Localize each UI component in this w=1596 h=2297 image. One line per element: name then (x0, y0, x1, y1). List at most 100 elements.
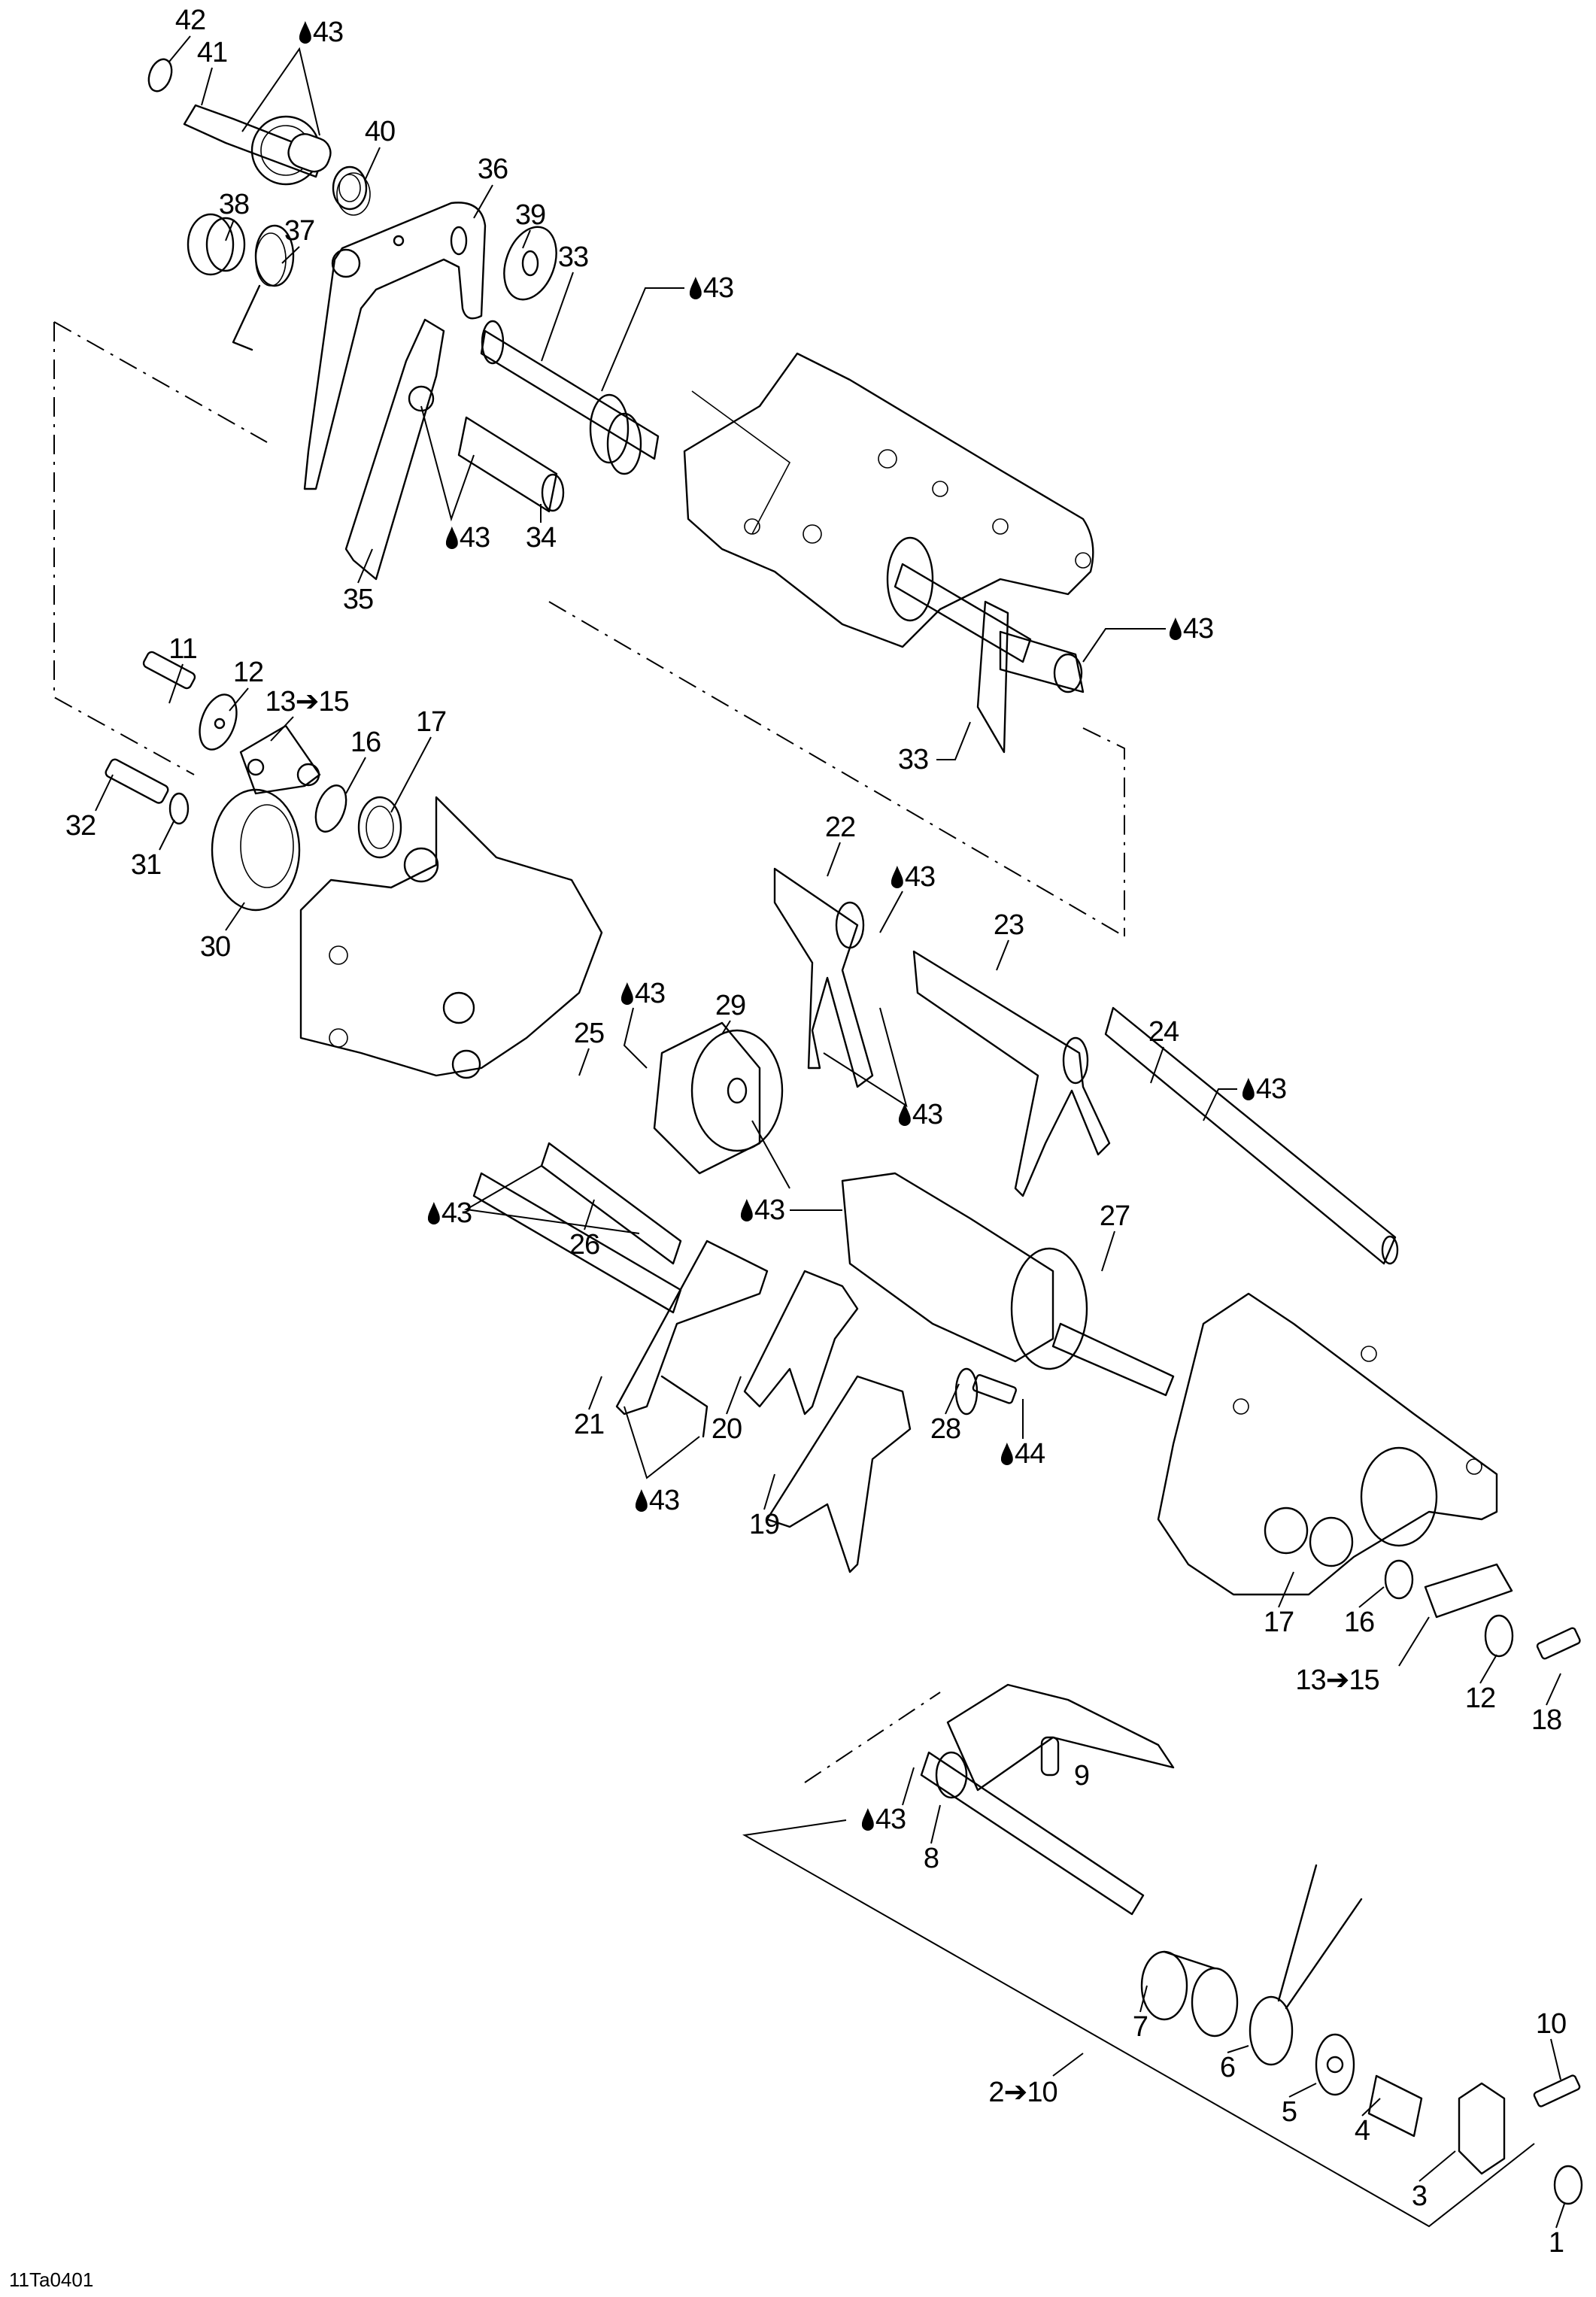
callout-22: 22 (824, 812, 856, 843)
part-35-lever (344, 318, 445, 581)
oil-drop-icon (891, 865, 903, 888)
part-20-shift-fork (743, 1270, 859, 1416)
callout-1: 1 (1548, 2227, 1564, 2259)
part-5-washer (1315, 2033, 1355, 2096)
part-31-washer (168, 792, 190, 825)
callout-43-lube: 43 (635, 1485, 680, 1516)
callout-28: 28 (930, 1413, 961, 1445)
callout-11: 11 (168, 633, 197, 665)
part-8-shift-shaft (920, 1683, 1175, 1916)
callout-text: 43 (441, 1197, 472, 1229)
part-28-bolt (954, 1367, 1018, 1416)
part-37-torsion-spring (232, 224, 295, 351)
part-39-washer (503, 226, 557, 301)
callout-37: 37 (284, 215, 315, 247)
right-housing (1157, 1292, 1498, 1596)
part-23-shift-fork (912, 950, 1111, 1197)
callout-12: 12 (1464, 1683, 1496, 1714)
callout-12: 12 (232, 657, 264, 688)
callout-34: 34 (525, 522, 557, 554)
part-17-spring (357, 796, 402, 859)
oil-drop-icon (427, 1201, 440, 1224)
callout-32: 32 (65, 810, 96, 842)
part-25-rod (540, 1142, 682, 1265)
callout-13-15: 13➔15 (1295, 1664, 1379, 1696)
assembly-bracket-2-10 (742, 1819, 1535, 2228)
assembly-boundary-lines (53, 321, 1125, 1783)
part-16-washer-right (1384, 1559, 1414, 1600)
part-9-spring (1040, 1736, 1060, 1777)
part-30-gear-segment (211, 788, 301, 912)
callout-text: 43 (904, 861, 936, 893)
figure-id: 11Ta0401 (9, 2268, 94, 2291)
part-32-bolt (105, 758, 169, 804)
callout-text: 43 (754, 1194, 785, 1226)
callout-43-lube: 43 (740, 1194, 785, 1226)
part-27-shift-drum (841, 1172, 1175, 1397)
callout-43-lube: 43 (898, 1099, 943, 1130)
part-19-shift-fork (766, 1375, 912, 1573)
leader-lines (95, 35, 1565, 2229)
oil-drop-icon (299, 20, 311, 44)
part-33-shift-shaft (480, 320, 660, 475)
callout-43-lube: 43 (299, 17, 344, 48)
part-1-washer (1553, 2165, 1583, 2205)
callout-43-lube: 43 (891, 861, 936, 893)
part-13-15-lever (239, 724, 321, 795)
part-7-bushing (1140, 1950, 1239, 2038)
part-24-rod (1104, 1006, 1399, 1265)
callout-text: 44 (1014, 1438, 1045, 1470)
part-21-shift-fork (615, 1240, 769, 1438)
callout-25: 25 (573, 1018, 605, 1049)
callout-26: 26 (569, 1229, 600, 1261)
callout-text: 43 (702, 272, 734, 304)
callout-21: 21 (573, 1409, 605, 1440)
part-29-drum (653, 1021, 784, 1175)
part-38-bushing (187, 213, 246, 276)
callout-24: 24 (1148, 1016, 1179, 1048)
callout-43-lube: 43 (861, 1805, 906, 1834)
part-13-15-lever-right (1424, 1563, 1513, 1619)
part-10-bolt (1533, 2074, 1581, 2107)
callout-18: 18 (1531, 1704, 1562, 1736)
part-26-rod (472, 1172, 682, 1314)
callout-43-lube: 43 (1169, 613, 1214, 645)
part-3-shift-lever (1458, 2082, 1506, 2175)
callout-43-lube: 43 (689, 272, 734, 304)
callout-10: 10 (1535, 2008, 1567, 2040)
oil-drop-icon (898, 1103, 911, 1126)
oil-drop-icon (1169, 617, 1182, 640)
callout-33: 33 (557, 241, 589, 273)
callout-19: 19 (748, 1509, 780, 1540)
callout-text: 43 (1255, 1073, 1287, 1105)
part-11-bolt (142, 651, 196, 690)
callout-text: 43 (459, 522, 490, 554)
callout-text: 43 (312, 17, 344, 48)
callout-33: 33 (897, 744, 929, 775)
callout-35: 35 (342, 584, 374, 615)
callout-3: 3 (1411, 2180, 1428, 2212)
part-18-bolt (1536, 1627, 1581, 1660)
callout-16: 16 (350, 727, 381, 758)
oil-drop-icon (740, 1198, 753, 1221)
callout-38: 38 (218, 189, 250, 220)
callout-text: 43 (1182, 613, 1214, 645)
oil-drop-icon (689, 276, 702, 299)
callout-23: 23 (993, 909, 1024, 941)
callout-7: 7 (1132, 2011, 1148, 2043)
callout-text: 43 (912, 1099, 943, 1130)
callout-5: 5 (1281, 2096, 1297, 2128)
oil-drop-icon (635, 1488, 648, 1512)
callout-43-lube: 43 (1242, 1073, 1287, 1105)
part-36-lever (303, 202, 487, 490)
part-40-spring (332, 165, 371, 216)
part-42-washer (147, 58, 173, 93)
callout-27: 27 (1099, 1200, 1130, 1232)
part-22-shift-fork (773, 867, 874, 1088)
callout-text: 43 (648, 1485, 680, 1516)
oil-drop-icon (861, 1807, 874, 1831)
callout-4: 4 (1354, 2115, 1370, 2147)
callout-9: 9 (1073, 1760, 1090, 1792)
part-12-washer (199, 693, 238, 751)
